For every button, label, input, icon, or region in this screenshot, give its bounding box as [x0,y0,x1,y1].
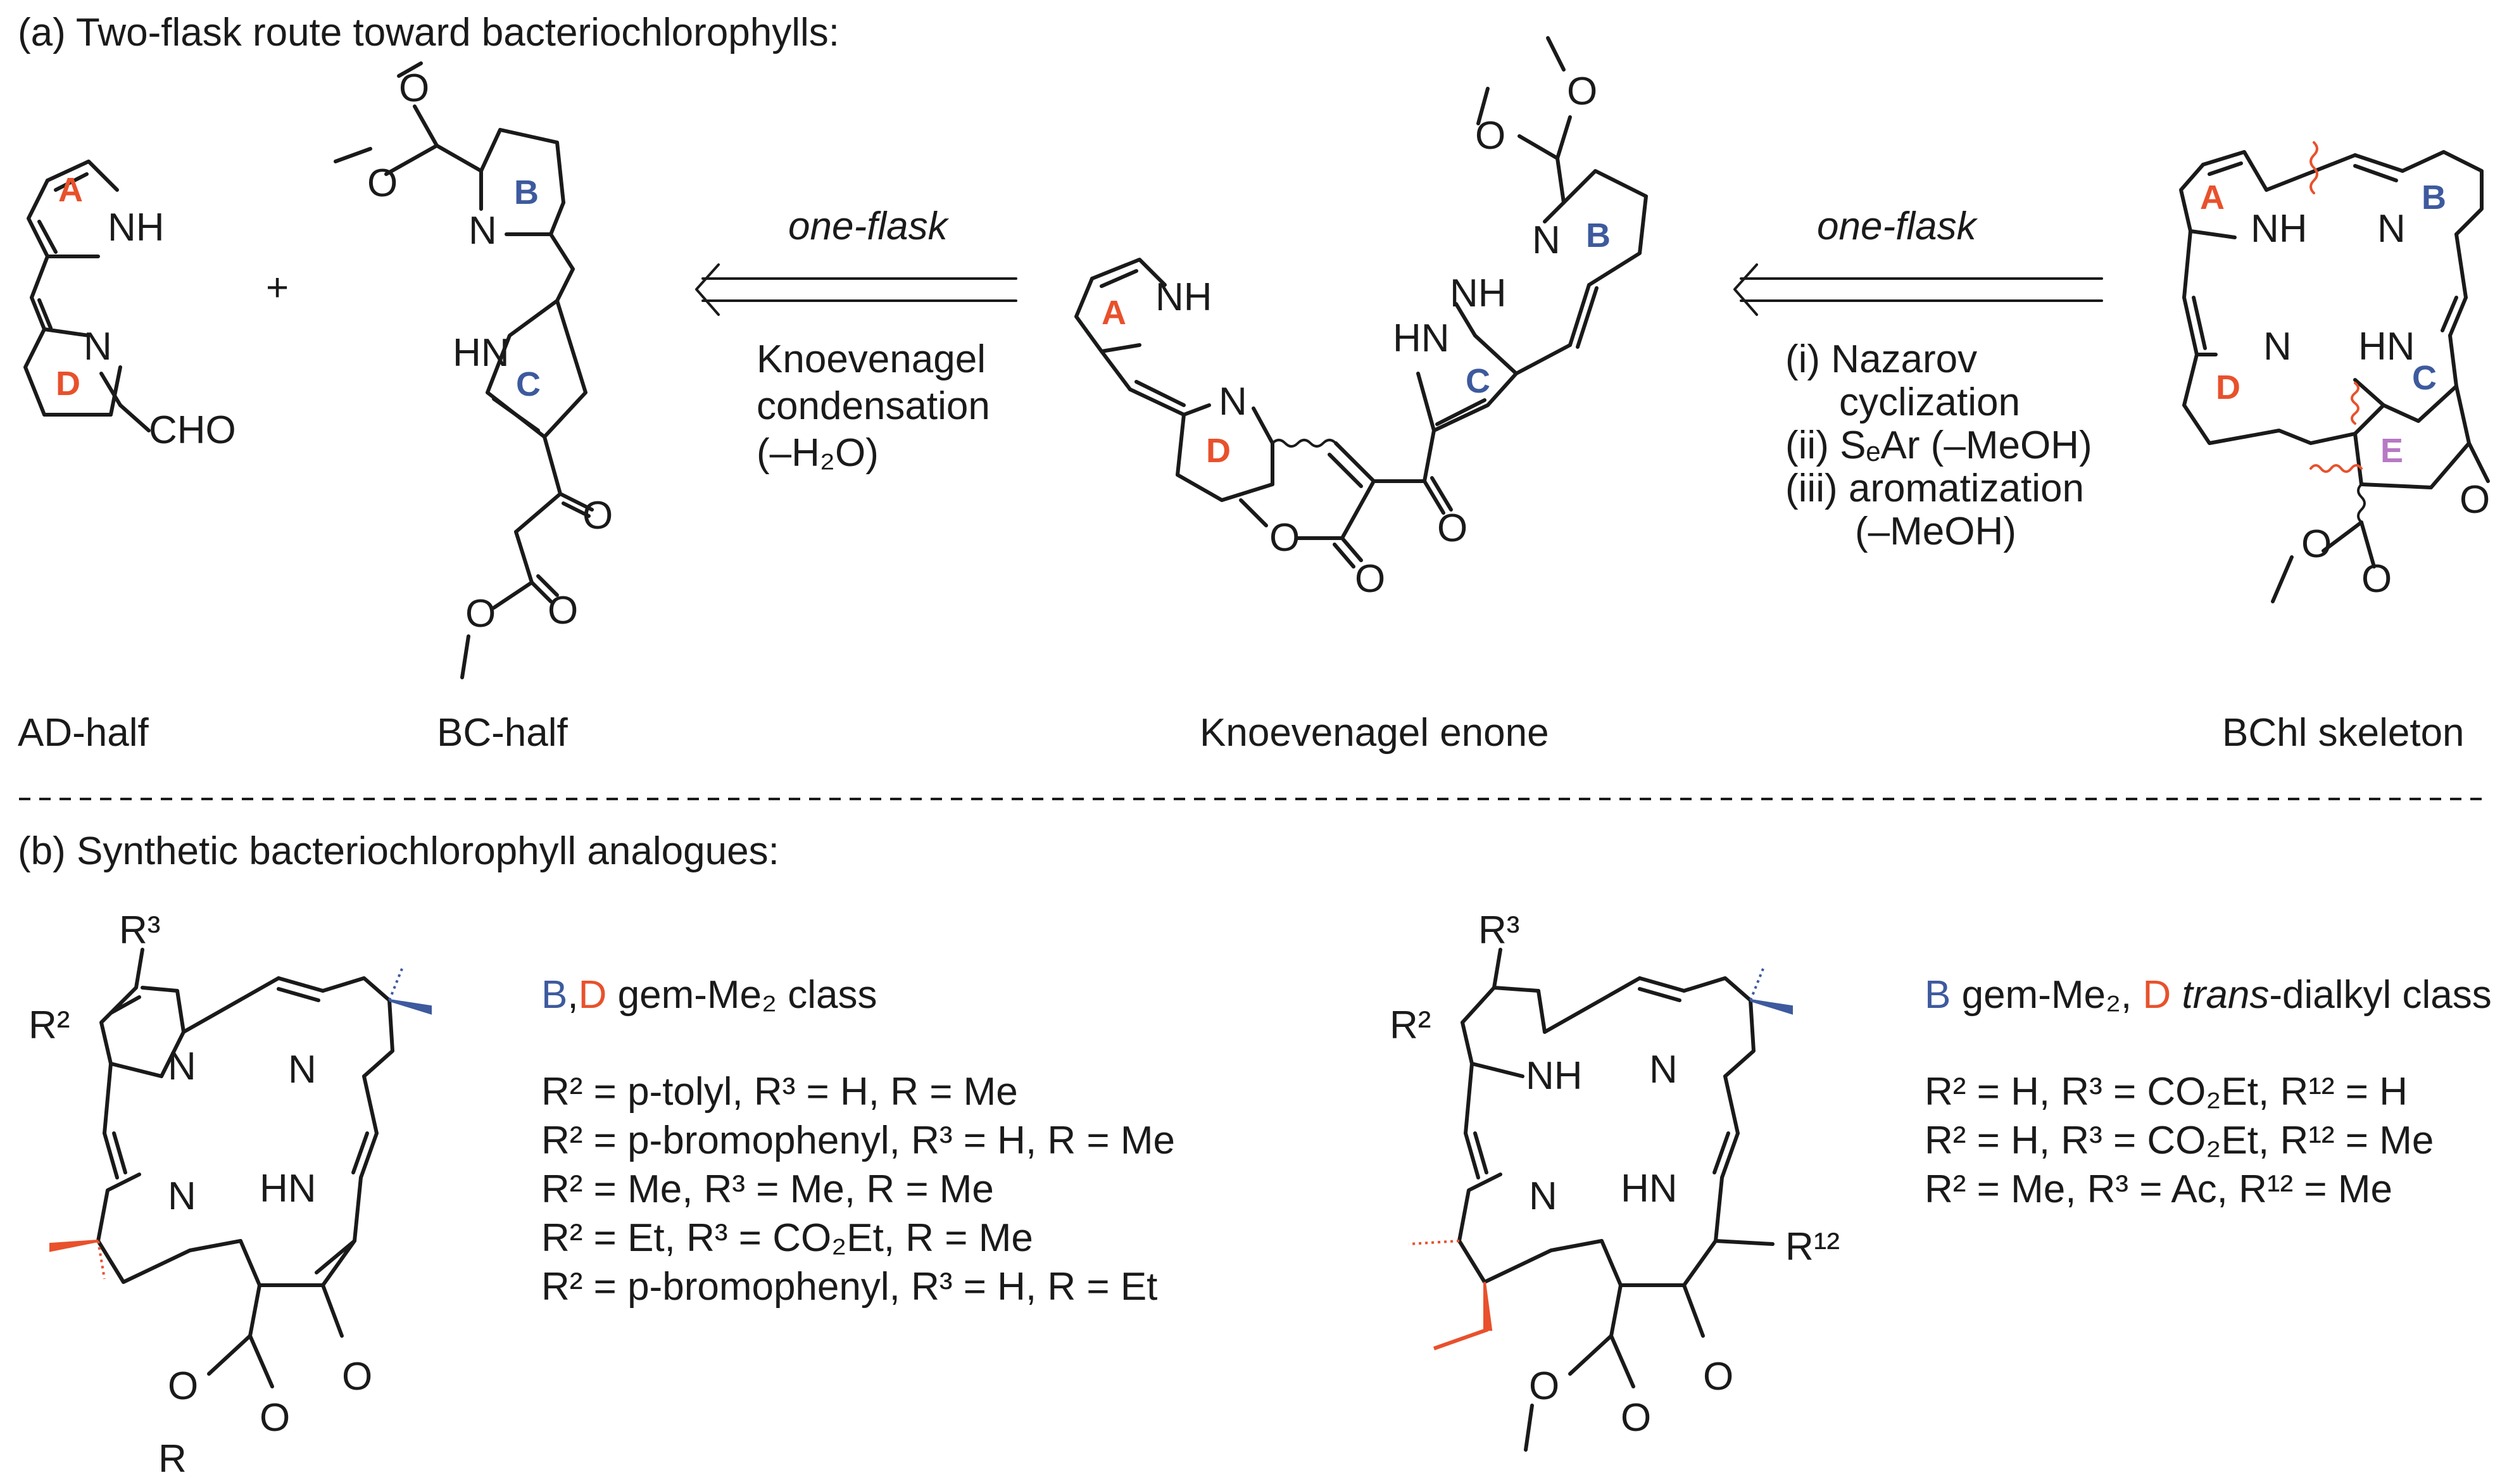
svg-text:O: O [548,589,578,632]
svg-text:R²: R² [1390,1003,1431,1047]
svg-text:NH: NH [1526,1054,1583,1098]
step2-ii: (ii) SₑAr (–MeOH) [1785,424,2092,467]
svg-text:HN: HN [1621,1167,1678,1210]
atom-cho: CHO [149,408,236,452]
svg-text:N: N [2377,207,2406,251]
svg-text:D: D [2216,368,2240,406]
enone-structure: NH A N D O O O NH HN C [1074,36,1648,601]
svg-text:N: N [168,1045,196,1088]
atom-hn: HN [453,331,510,375]
svg-text:O: O [1437,506,1467,550]
svg-text:NH: NH [2251,207,2308,251]
svg-text:C: C [1466,362,1490,400]
svg-text:O: O [367,161,398,205]
left-row: R² = p-tolyl, R³ = H, R = Me [541,1070,1018,1114]
svg-text:A: A [1102,294,1126,332]
left-row: R² = Et, R³ = CO₂Et, R = Me [541,1216,1033,1260]
left-row: R² = p-bromophenyl, R³ = H, R = Et [541,1265,1157,1309]
svg-text:N: N [1532,218,1561,262]
svg-text:C: C [2412,359,2437,397]
svg-text:N: N [288,1048,317,1091]
bc-half-structure: O O N B HN C O O O [334,61,613,679]
ring-label-d: D [56,365,80,403]
svg-text:O: O [465,592,496,636]
svg-text:NH: NH [1450,272,1507,315]
panel-b-heading: (b) Synthetic bacteriochlorophyll analog… [18,829,779,873]
substituent-r3: R³ [119,909,160,952]
ring-label-a: A [58,171,83,209]
substituent-r2: R² [28,1003,70,1047]
svg-text:O: O [2460,478,2490,522]
right-row: R² = H, R³ = CO₂Et, R¹² = Me [1925,1119,2434,1162]
caption-ad-half: AD-half [18,711,149,755]
right-row: R² = H, R³ = CO₂Et, R¹² = H [1925,1070,2408,1114]
ad-half-structure: NH A N D CHO [23,160,236,452]
right-row: R² = Me, R³ = Ac, R¹² = Me [1925,1167,2392,1211]
svg-text:N: N [1529,1174,1557,1218]
step2-i2: cyclization [1839,380,2020,424]
svg-text:N: N [468,209,497,253]
svg-text:N: N [1219,380,1247,424]
svg-text:O: O [2361,557,2392,601]
svg-text:NH: NH [1155,275,1212,319]
svg-text:O: O [260,1396,290,1440]
svg-text:O: O [1621,1396,1651,1440]
right-class-title: B gem-Me₂, D trans-dialkyl class [1925,973,2492,1017]
svg-text:N: N [1649,1048,1678,1091]
svg-text:B: B [2422,179,2446,217]
svg-text:HN: HN [260,1167,317,1210]
substituent-r: R [158,1437,187,1481]
retro-arrow-2: one-flask (i) Nazarov cyclization (ii) S… [1733,204,2103,553]
svg-text:N: N [2263,325,2292,368]
right-class-list: B gem-Me₂, D trans-dialkyl class R² = H,… [1925,973,2492,1211]
svg-text:O: O [2301,522,2332,566]
ring-label-e: E [2380,432,2403,470]
svg-text:HN: HN [2358,325,2415,368]
caption-enone: Knoevenagel enone [1200,711,1549,755]
step2-i: (i) Nazarov [1785,337,1977,381]
svg-text:O: O [342,1355,372,1399]
svg-text:A: A [2200,179,2225,217]
svg-text:D: D [1206,432,1231,470]
left-row: R² = Me, R³ = Me, R = Me [541,1167,994,1211]
bchl-structure: NH A N B HN C O E O O N D [2179,141,2490,603]
step1-mode: one-flask [788,204,950,248]
substituent-r12: R¹² [1785,1225,1840,1269]
left-class-title: B,D gem-Me₂ class [541,973,877,1017]
svg-text:HN: HN [1393,317,1450,360]
svg-text:O: O [1567,70,1597,113]
svg-text:O: O [1529,1364,1559,1408]
svg-text:O: O [582,494,613,538]
svg-text:N: N [168,1174,196,1218]
step2-mode: one-flask [1817,204,1978,248]
retro-arrow-1: one-flask Knoevenagel condensation (–H₂O… [695,204,1017,475]
left-class-list: B,D gem-Me₂ class R² = p-tolyl, R³ = H, … [541,973,1175,1309]
step2-iii: (iii) aromatization [1785,467,2084,510]
left-macrocycle: R³ R² N N HN O O R O N [28,909,432,1481]
svg-text:R³: R³ [1478,909,1519,952]
ring-label-b: B [514,173,539,211]
atom-nh: NH [108,206,165,249]
ring-label-c: C [516,365,541,403]
svg-text:O: O [1355,557,1385,601]
panel-a-heading: (a) Two-flask route toward bacteriochlor… [18,11,839,54]
left-row: R² = p-bromophenyl, R³ = H, R = Me [541,1119,1175,1162]
step1-line2: condensation [757,384,990,428]
caption-bc-half: BC-half [437,711,569,755]
caption-bchl: BChl skeleton [2222,711,2465,755]
svg-text:O: O [1703,1355,1733,1399]
step1-line1: Knoevenagel [757,337,986,381]
svg-text:O: O [168,1364,198,1408]
atom-n: N [84,325,112,368]
svg-text:B: B [1586,217,1611,255]
step1-line3: (–H₂O) [757,431,879,475]
svg-text:O: O [1269,516,1300,560]
right-macrocycle: R³ R² NH N HN R¹² O O O N [1390,909,1840,1452]
step2-iii2: (–MeOH) [1855,510,2016,553]
plus-sign: + [266,266,289,310]
